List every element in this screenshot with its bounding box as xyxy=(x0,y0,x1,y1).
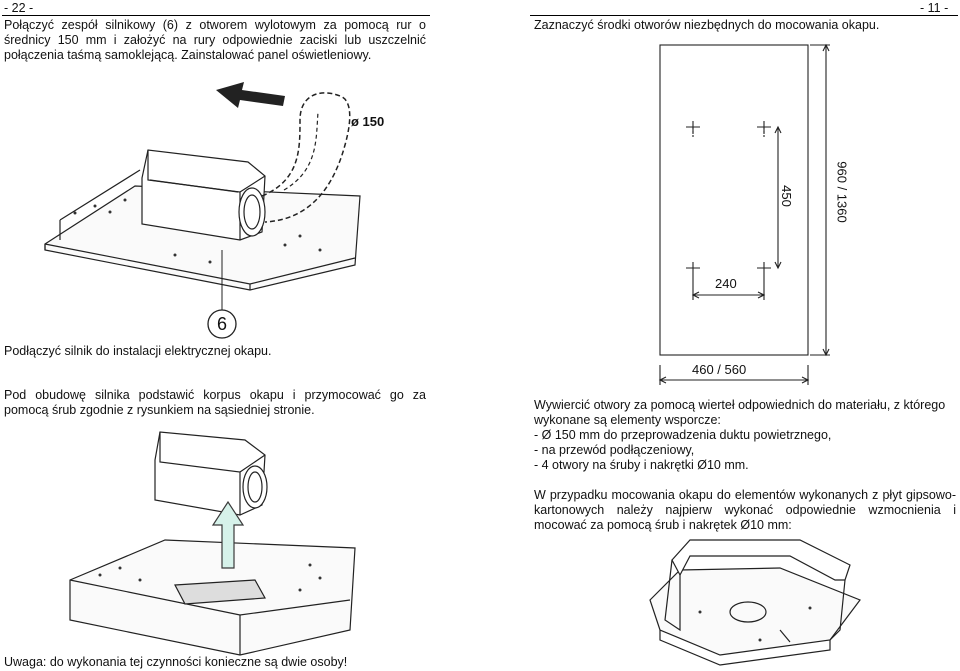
left-intro-line-3: połączenia taśmą samoklejącą. Zainstalow… xyxy=(4,48,372,62)
duct-diameter-label: ø 150 xyxy=(351,114,385,129)
right-intro: Zaznaczyć środki otworów niezbędnych do … xyxy=(534,18,880,32)
left-intro-line-1: Połączyć zespół silnikowy (6) z otworem … xyxy=(4,18,426,32)
warning-note: Uwaga: do wykonania tej czynności koniec… xyxy=(4,655,348,669)
drywall-line-2: kartonowych należy najpierw wykonać odpo… xyxy=(534,503,956,517)
right-page-number: - 11 - xyxy=(920,1,949,15)
mount-instruction-line-2: pomocą śrub zgodnie z rysunkiem na sąsie… xyxy=(4,403,315,417)
width-dimension: 460 / 560 xyxy=(692,362,747,377)
drywall-line-1: W przypadku mocowania okapu do elementów… xyxy=(534,488,956,502)
left-intro-line-2: średnicy 150 mm i założyć na rury odpowi… xyxy=(4,33,426,47)
mount-instruction-line-1: Pod obudowę silnika podstawić korpus oka… xyxy=(4,388,426,402)
hole-horizontal-dimension: 240 xyxy=(715,276,737,291)
connect-instruction: Podłączyć silnik do instalacji elektrycz… xyxy=(4,344,272,358)
left-header-rule xyxy=(2,15,430,16)
callout-number: 6 xyxy=(216,314,227,334)
drill-line-1: Wywiercić otwory za pomocą wierteł odpow… xyxy=(534,398,946,412)
drywall-line-3: mocować za pomocą śrub i nakrętek Ø10 mm… xyxy=(534,518,792,532)
right-header-rule xyxy=(530,15,958,16)
drill-line-3: - Ø 150 mm do przeprowadzenia duktu powi… xyxy=(534,428,832,442)
drill-line-5: - 4 otwory na śruby i nakrętki Ø10 mm. xyxy=(534,458,749,472)
drill-line-2: wykonane są elementy wsporcze: xyxy=(534,413,721,427)
left-page-number: - 22 - xyxy=(4,1,34,15)
drill-line-4: - na przewód podłączeniowy, xyxy=(534,443,695,457)
